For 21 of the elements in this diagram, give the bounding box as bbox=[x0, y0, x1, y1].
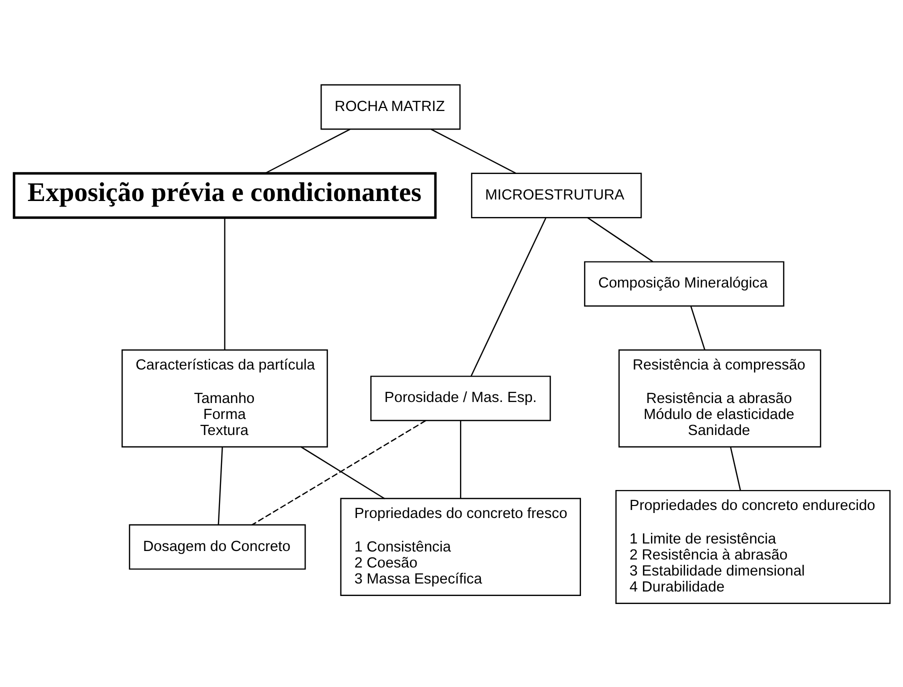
node-box: MICROESTRUTURA bbox=[470, 172, 642, 218]
node-box: Dosagem do Concreto bbox=[128, 524, 306, 570]
connector bbox=[586, 216, 653, 262]
node-box: Porosidade / Mas. Esp. bbox=[370, 375, 550, 421]
node-box: Exposição prévia e condicionantes bbox=[12, 172, 436, 218]
node-box: ROCHA MATRIZ bbox=[320, 84, 460, 130]
node-box: Características da partícula Tamanho Forma Textura bbox=[121, 348, 328, 447]
connector bbox=[264, 128, 350, 174]
connector bbox=[430, 128, 516, 174]
connector bbox=[217, 446, 222, 524]
node-box: Propriedades do concreto fresco 1 Consistência 2 Coesão 3 Massa Específica bbox=[340, 497, 580, 596]
node-box: Composição Mineralógica bbox=[584, 260, 784, 306]
connector bbox=[470, 217, 546, 376]
node-box: Resistência à compressão Resistência a abrasão Módulo de elasticidade Sanidade bbox=[618, 348, 821, 447]
connector bbox=[224, 217, 225, 350]
connector bbox=[251, 420, 426, 525]
connector bbox=[690, 306, 705, 350]
connector bbox=[300, 446, 385, 499]
node-box: Propriedades do concreto endurecido 1 Limite de resistência 2 Resistência à abrasão 3 Estabilidade dimensional 4 Durabilidade bbox=[614, 489, 890, 604]
connector bbox=[459, 420, 461, 498]
connector bbox=[729, 446, 741, 490]
